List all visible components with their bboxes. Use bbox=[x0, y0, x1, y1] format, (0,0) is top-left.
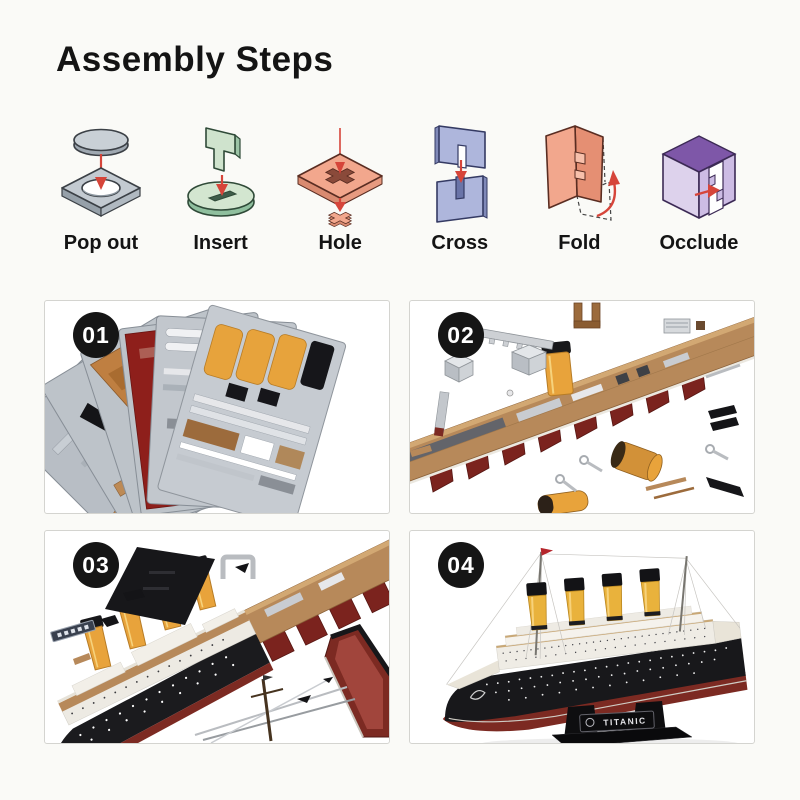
page-title: Assembly Steps bbox=[56, 40, 334, 79]
hole-icon bbox=[297, 128, 383, 228]
occlude-icon bbox=[661, 135, 737, 219]
legend-item-hole: Hole bbox=[281, 118, 399, 255]
hull-plating-illustration bbox=[50, 531, 389, 743]
display-stand: TITANIC bbox=[551, 701, 693, 743]
deck-band bbox=[410, 301, 754, 505]
die-cut-sheets-illustration bbox=[45, 304, 347, 513]
cross-icon bbox=[434, 125, 488, 223]
step-number-badge: 02 bbox=[438, 312, 484, 358]
step-number-badge: 03 bbox=[73, 542, 119, 588]
fold-icon bbox=[545, 125, 621, 221]
legend-label-occlude: Occlude bbox=[659, 232, 739, 254]
finished-model-illustration: TITANIC bbox=[442, 547, 748, 743]
step-panel-03: 03 bbox=[44, 530, 390, 744]
legend-label-pop-out: Pop out bbox=[63, 232, 139, 254]
funnels bbox=[526, 568, 661, 631]
legend-label-insert: Insert bbox=[193, 232, 248, 254]
assembly-step-grid: 01 bbox=[44, 300, 755, 744]
legend-item-occlude: Occlude bbox=[640, 118, 758, 255]
legend-label-cross: Cross bbox=[431, 232, 489, 254]
funnel-part bbox=[537, 490, 589, 513]
funnel-part bbox=[610, 441, 663, 482]
pop-out-icon bbox=[61, 128, 141, 217]
insert-icon bbox=[186, 127, 255, 217]
step-number-badge: 01 bbox=[73, 312, 119, 358]
legend-label-hole: Hole bbox=[318, 232, 362, 254]
legend-item-pop-out: Pop out bbox=[42, 118, 160, 255]
legend-item-cross: Cross bbox=[401, 118, 519, 255]
black-deck-sheet bbox=[105, 547, 215, 625]
technique-legend: Pop out Insert bbox=[42, 118, 758, 255]
titanic-ship bbox=[442, 547, 748, 732]
legend-item-fold: Fold bbox=[520, 118, 638, 255]
step-panel-02: 02 bbox=[409, 300, 755, 514]
hull-frame-illustration bbox=[410, 301, 754, 513]
stand-nameplate: TITANIC bbox=[603, 715, 647, 727]
bow-logo bbox=[469, 689, 486, 700]
deck-house-part bbox=[573, 302, 601, 329]
legend-item-insert: Insert bbox=[162, 118, 280, 255]
mast-flag bbox=[540, 547, 554, 556]
step-number: 01 bbox=[82, 321, 110, 348]
step-number: 02 bbox=[447, 321, 475, 348]
step-panel-04: 04 bbox=[409, 530, 755, 744]
step-number: 04 bbox=[447, 551, 475, 578]
step-panel-01: 01 bbox=[44, 300, 390, 514]
step-number-badge: 04 bbox=[438, 542, 484, 588]
ship-body bbox=[51, 531, 389, 743]
funnel bbox=[541, 340, 574, 397]
step-number: 03 bbox=[82, 551, 110, 578]
legend-label-fold: Fold bbox=[558, 232, 601, 254]
nameplate-part bbox=[50, 619, 96, 643]
